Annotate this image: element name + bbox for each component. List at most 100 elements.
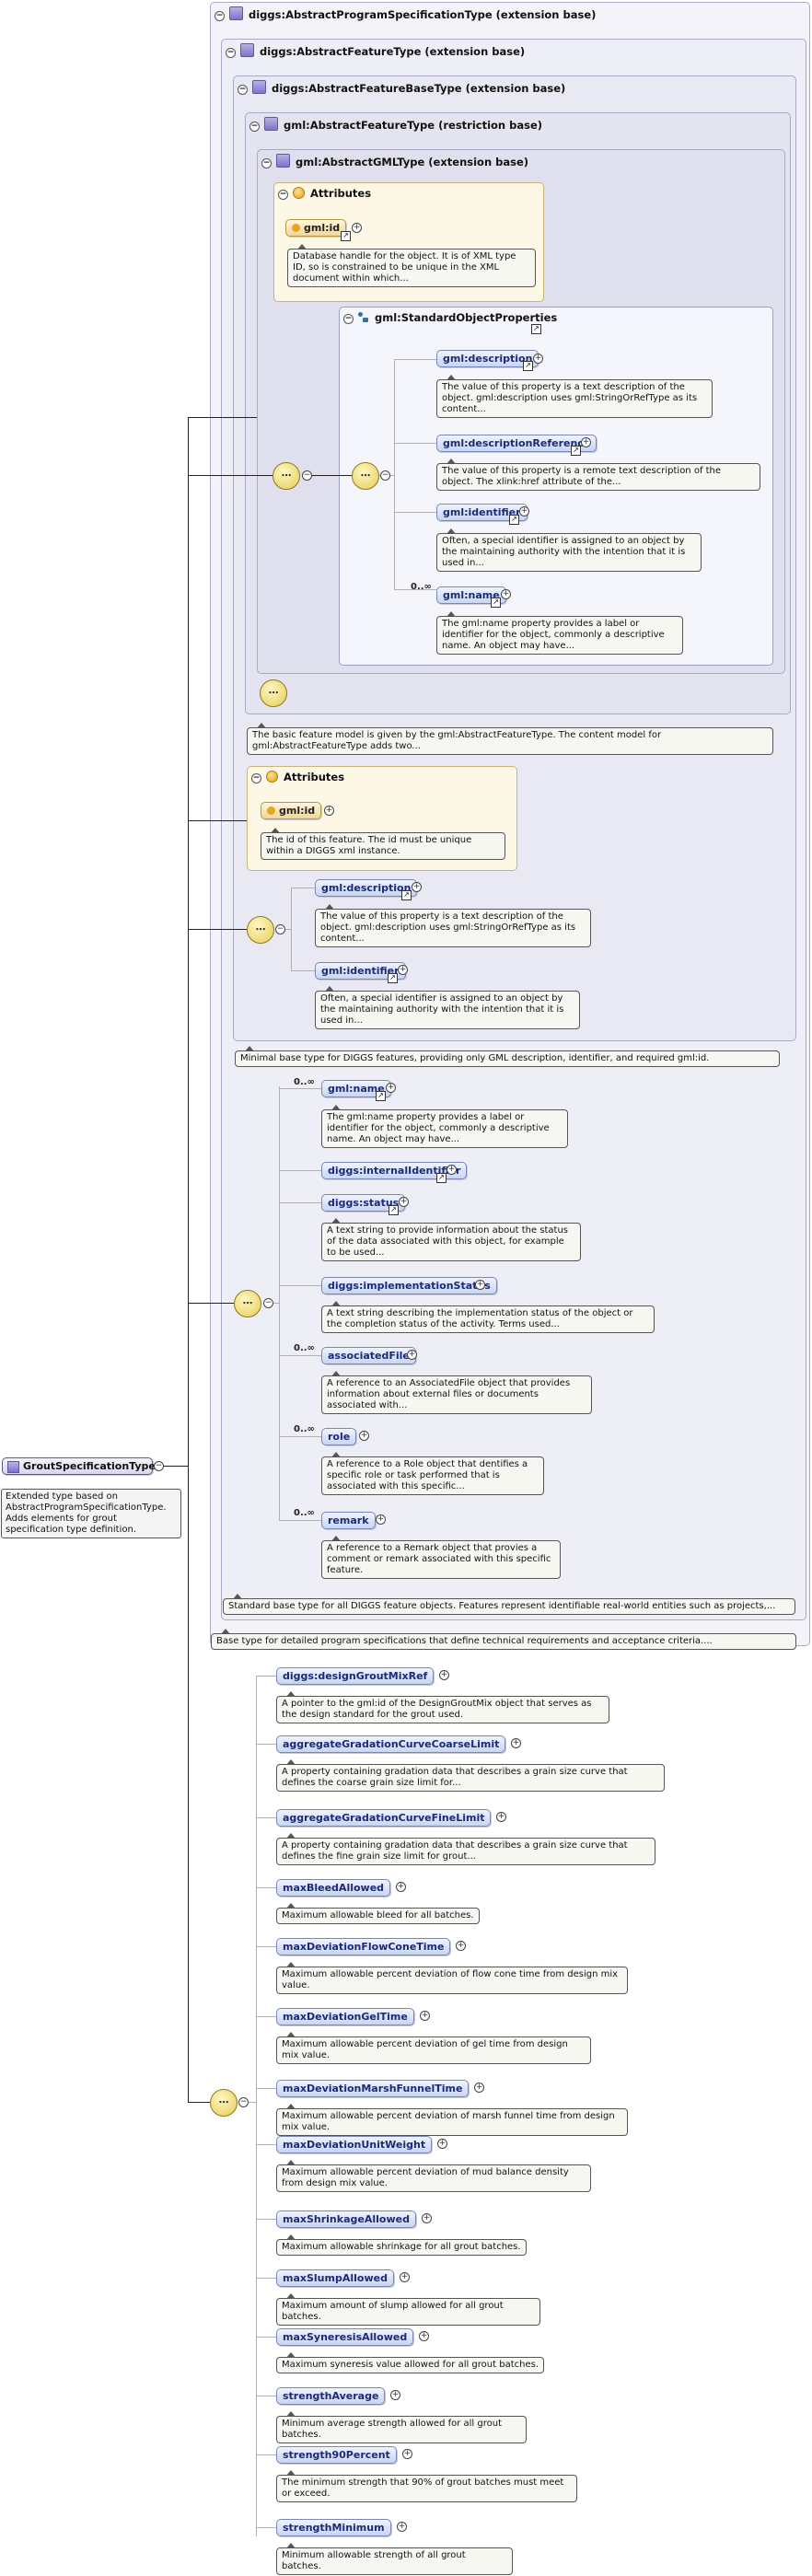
- arrow-reference-icon[interactable]: ↗: [341, 231, 351, 241]
- element-aggregate-gradation-curve-fine-limit[interactable]: aggregateGradationCurveFineLimit: [276, 1809, 492, 1827]
- plus-circle-icon[interactable]: +: [359, 1431, 369, 1441]
- plus-circle-icon[interactable]: +: [352, 223, 362, 233]
- minus-circle-icon[interactable]: −: [275, 924, 285, 934]
- plus-circle-icon[interactable]: +: [437, 2139, 447, 2149]
- complex-type-icon: [252, 80, 266, 94]
- sequence-compositor-icon[interactable]: ⋯: [234, 1290, 261, 1317]
- sequence-compositor-icon[interactable]: ⋯: [210, 2089, 238, 2117]
- frame-doc: Minimal base type for DIGGS features, pr…: [235, 1046, 780, 1067]
- collapse-icon[interactable]: −: [215, 11, 225, 21]
- collapse-icon[interactable]: −: [238, 85, 248, 95]
- root-grout-specification-type[interactable]: GroutSpecificationType: [2, 1457, 156, 1475]
- arrow-reference-icon[interactable]: ↗: [389, 1205, 399, 1215]
- element-strength-minimum[interactable]: strengthMinimum: [276, 2519, 391, 2536]
- collapse-icon[interactable]: −: [249, 122, 260, 132]
- element-diggs-internal-identifier[interactable]: diggs:internalIdentifier: [321, 1162, 468, 1179]
- element-doc: Often, a special identifier is assigned …: [436, 528, 702, 572]
- arrow-reference-icon[interactable]: ↗: [523, 361, 533, 371]
- minus-circle-icon[interactable]: −: [302, 470, 312, 481]
- element-max-deviation-gel-time[interactable]: maxDeviationGelTime: [276, 2008, 414, 2025]
- element-doc: A pointer to the gml:id of the DesignGro…: [276, 1691, 609, 1723]
- minus-circle-icon[interactable]: −: [380, 470, 390, 481]
- sequence-compositor-icon[interactable]: ⋯: [260, 679, 287, 707]
- plus-circle-icon[interactable]: +: [386, 1083, 396, 1093]
- arrow-reference-icon[interactable]: ↗: [376, 1091, 386, 1101]
- arrow-reference-icon[interactable]: ↗: [436, 1173, 447, 1183]
- element-aggregate-gradation-curve-coarse-limit[interactable]: aggregateGradationCurveCoarseLimit: [276, 1735, 506, 1753]
- collapse-icon[interactable]: −: [278, 190, 288, 200]
- element-diggs-implementation-status[interactable]: diggs:implementationStatus: [321, 1277, 497, 1294]
- plus-circle-icon[interactable]: +: [474, 2083, 484, 2093]
- element-strength-average[interactable]: strengthAverage: [276, 2387, 386, 2405]
- plus-circle-icon[interactable]: +: [397, 2522, 407, 2532]
- element-doc: The minimum strength that 90% of grout b…: [276, 2470, 577, 2502]
- plus-circle-icon[interactable]: +: [419, 2331, 429, 2341]
- element-gml-name[interactable]: gml:name: [321, 1080, 391, 1097]
- element-max-deviation-unit-weight[interactable]: maxDeviationUnitWeight: [276, 2136, 433, 2153]
- element-associated-file[interactable]: associatedFile: [321, 1347, 416, 1364]
- plus-circle-icon[interactable]: +: [399, 1197, 409, 1207]
- sequence-compositor-icon[interactable]: ⋯: [352, 462, 379, 490]
- element-max-deviation-flow-cone-time[interactable]: maxDeviationFlowConeTime: [276, 1938, 451, 1955]
- element-gml-name[interactable]: gml:name: [436, 586, 506, 604]
- element-gml-identifier[interactable]: gml:identifier: [315, 962, 406, 980]
- collapse-icon[interactable]: −: [226, 48, 236, 58]
- attribute-doc: The id of this feature. The id must be u…: [261, 828, 505, 860]
- element-remark[interactable]: remark: [321, 1512, 376, 1529]
- plus-circle-icon[interactable]: +: [533, 354, 543, 364]
- element-max-slump-allowed[interactable]: maxSlumpAllowed: [276, 2269, 394, 2287]
- element-max-shrinkage-allowed[interactable]: maxShrinkageAllowed: [276, 2210, 416, 2228]
- plus-circle-icon[interactable]: +: [501, 589, 511, 599]
- minus-circle-icon[interactable]: −: [154, 1461, 164, 1471]
- element-role[interactable]: role: [321, 1428, 357, 1445]
- plus-circle-icon[interactable]: +: [456, 1941, 466, 1951]
- frame-title: diggs:AbstractFeatureType (extension bas…: [260, 45, 526, 58]
- minus-circle-icon[interactable]: −: [263, 1298, 273, 1308]
- plus-circle-icon[interactable]: +: [376, 1514, 386, 1525]
- plus-circle-icon[interactable]: +: [581, 437, 591, 447]
- plus-circle-icon[interactable]: +: [519, 506, 529, 516]
- arrow-reference-icon[interactable]: ↗: [491, 598, 501, 608]
- frame-title: gml:AbstractGMLType (extension base): [296, 156, 529, 168]
- arrow-reference-icon[interactable]: ↗: [509, 515, 519, 525]
- element-diggs-status[interactable]: diggs:status: [321, 1194, 406, 1212]
- collapse-icon[interactable]: −: [251, 773, 261, 783]
- arrow-reference-icon[interactable]: ↗: [401, 890, 412, 900]
- plus-circle-icon[interactable]: +: [398, 965, 408, 975]
- plus-circle-icon[interactable]: +: [402, 2449, 412, 2459]
- plus-circle-icon[interactable]: +: [511, 1738, 521, 1748]
- element-gml-identifier[interactable]: gml:identifier: [436, 504, 528, 521]
- plus-circle-icon[interactable]: +: [420, 2011, 430, 2021]
- sequence-compositor-icon[interactable]: ⋯: [247, 916, 274, 944]
- element-diggs-design-grout-mix-ref[interactable]: diggs:designGroutMixRef: [276, 1667, 435, 1685]
- sequence-compositor-icon[interactable]: ⋯: [273, 462, 300, 490]
- plus-circle-icon[interactable]: +: [496, 1812, 506, 1822]
- plus-circle-icon[interactable]: +: [447, 1165, 457, 1175]
- attribute-gml-id[interactable]: gml:id: [261, 802, 322, 819]
- plus-circle-icon[interactable]: +: [390, 2390, 400, 2400]
- plus-circle-icon[interactable]: +: [475, 1280, 485, 1290]
- plus-circle-icon[interactable]: +: [400, 2272, 410, 2282]
- plus-circle-icon[interactable]: +: [396, 1882, 406, 1892]
- collapse-icon[interactable]: −: [261, 158, 272, 168]
- plus-circle-icon[interactable]: +: [324, 806, 334, 816]
- attribute-gml-id[interactable]: gml:id: [285, 219, 347, 237]
- group-icon: [358, 312, 369, 323]
- element-max-bleed-allowed[interactable]: maxBleedAllowed: [276, 1879, 391, 1897]
- plus-circle-icon[interactable]: +: [412, 882, 422, 892]
- arrow-reference-icon[interactable]: ↗: [388, 973, 398, 983]
- complex-type-icon: [264, 117, 278, 131]
- element-gml-description-reference[interactable]: gml:descriptionReference: [436, 435, 597, 452]
- collapse-icon[interactable]: −: [343, 314, 354, 324]
- plus-circle-icon[interactable]: +: [407, 1350, 417, 1360]
- element-gml-description[interactable]: gml:description: [436, 350, 539, 367]
- element-max-syneresis-allowed[interactable]: maxSyneresisAllowed: [276, 2328, 414, 2346]
- plus-circle-icon[interactable]: +: [422, 2213, 432, 2223]
- plus-circle-icon[interactable]: +: [439, 1670, 449, 1680]
- arrow-reference-icon[interactable]: ↗: [571, 446, 581, 456]
- element-gml-description[interactable]: gml:description: [315, 879, 418, 897]
- element-max-deviation-marsh-funnel-time[interactable]: maxDeviationMarshFunnelTime: [276, 2080, 470, 2097]
- arrow-reference-icon[interactable]: ↗: [531, 324, 541, 334]
- minus-circle-icon[interactable]: −: [238, 2097, 249, 2107]
- element-strength-90percent[interactable]: strength90Percent: [276, 2446, 397, 2464]
